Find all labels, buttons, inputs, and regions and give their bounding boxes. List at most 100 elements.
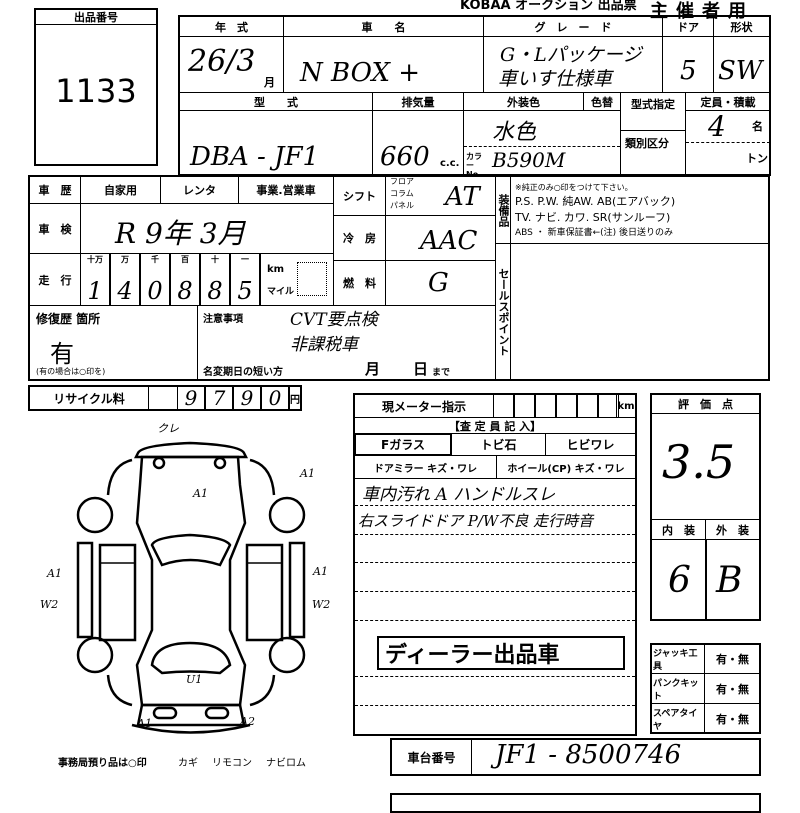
- meter-digit-cell: [577, 394, 598, 418]
- lot-box: 出品番号 1133: [34, 8, 158, 166]
- diagram-mark-roof: A1: [193, 487, 208, 500]
- diagram-mark-rear: クレ: [157, 422, 179, 435]
- ac-label: 冷 房: [333, 215, 386, 261]
- wheel-label: ホイール(CP) キズ・ワレ: [496, 455, 636, 479]
- name-change-label: 名変期日の短い方: [203, 367, 283, 378]
- model-label: 型 式: [179, 92, 373, 111]
- history-commercial: 事業.営業車: [238, 176, 334, 204]
- month-unit: 月: [264, 76, 275, 89]
- shift-panel: パネル: [390, 201, 414, 210]
- meter-unit: km: [616, 394, 636, 418]
- shift-column: コラム: [390, 189, 414, 198]
- name-value: N BOX +: [300, 58, 421, 88]
- crack-label: ヒビワレ: [545, 433, 636, 456]
- tools-box: [650, 643, 761, 734]
- score-label: 評 価 点: [651, 394, 760, 414]
- equipment-line1: P.S. P.W. 純AW. AB(エアバック): [515, 195, 676, 208]
- exterior-label: 外 装: [705, 519, 760, 540]
- notes-line2: 非課税車: [290, 335, 358, 355]
- mileage-digit-cell: 十万 1: [80, 253, 110, 306]
- recycle-digit: 9: [177, 386, 205, 410]
- mileage-digit: 1: [87, 277, 103, 305]
- equipment-line3: ABS ・ 新車保証書←(注) 後日送りのみ: [515, 228, 674, 238]
- diagram-mark-fr: A2: [240, 715, 255, 728]
- meter-digit-cell: [535, 394, 556, 418]
- next-row-box: [390, 793, 761, 813]
- recycle-digit: 7: [205, 386, 233, 410]
- grade-label: グ レ ー ド: [483, 16, 663, 37]
- repair-note: (有の場合は○印を): [36, 367, 106, 376]
- mileage-digit: 4: [117, 277, 133, 305]
- shape-value: SW: [718, 56, 763, 86]
- footer-remote: リモコン: [212, 758, 252, 769]
- mileage-label: 走 行: [29, 253, 81, 306]
- color-no-label: カラーNo.: [466, 152, 482, 179]
- grade-value-2: 車いす仕様車: [498, 68, 613, 90]
- history-rental: レンタ: [160, 176, 239, 204]
- footer-navi-rom: ナビロム: [266, 758, 306, 769]
- shape-label: 形状: [713, 16, 770, 37]
- mirror-label: ドアミラー キズ・ワレ: [354, 455, 497, 479]
- inspection-value: R 9年 3月: [115, 217, 246, 250]
- doors-value: 5: [680, 56, 697, 86]
- notes-month: 月: [365, 360, 381, 378]
- fuel-value: G: [428, 268, 449, 298]
- grade-value-1: G・Lパッケージ: [500, 44, 642, 66]
- year-label: 年 式: [179, 16, 284, 37]
- inspector-label: 【査 定 員 記 入】: [354, 417, 636, 434]
- digit-place-label: 一: [241, 255, 249, 264]
- dealer-stamp: ディーラー出品車: [377, 636, 625, 670]
- history-private: 自家用: [80, 176, 161, 204]
- mile-checkbox[interactable]: [297, 262, 327, 296]
- tool-row: スペアタイヤ有・無: [651, 704, 760, 734]
- ton-unit: トン: [746, 152, 768, 165]
- color-no-value: B590M: [492, 148, 566, 172]
- repair-label: 修復歴 箇所: [36, 312, 101, 326]
- fglass-label: Fガラス: [354, 433, 452, 456]
- tool-row: ジャッキ工具有・無: [651, 644, 760, 674]
- tool-value: 有・無: [716, 682, 749, 696]
- digit-place-label: 十万: [87, 255, 103, 264]
- capacity-label: 定員・積載: [685, 92, 771, 111]
- color-label: 外装色: [463, 92, 584, 111]
- doors-label: ドア: [662, 16, 714, 37]
- recycle-digit: 9: [233, 386, 261, 410]
- form-title: KOBAA オークション 出品票: [460, 0, 637, 13]
- displacement-label: 排気量: [372, 92, 464, 111]
- diagram-mark-right-w: W2: [312, 598, 331, 611]
- shift-floor: フロア: [390, 177, 414, 186]
- sales-point-label: セールスポイント: [495, 243, 511, 381]
- color-value: 水色: [492, 120, 537, 145]
- chip-label: トビ石: [451, 433, 546, 456]
- notes-line1: CVT要点検: [290, 310, 378, 330]
- chassis-number: JF1 - 8500746: [495, 740, 682, 770]
- mileage-digit: 0: [147, 277, 163, 305]
- notes-day: 日: [413, 360, 429, 378]
- exterior-score: B: [716, 560, 743, 601]
- recycle-digit: 0: [261, 386, 289, 410]
- meter-digit-cell: [556, 394, 577, 418]
- type-designation-label: 型式指定: [620, 92, 686, 176]
- footer-text: 事務局預り品は○印: [58, 758, 147, 769]
- tool-label: パンクキット: [651, 674, 705, 703]
- shift-label: シフト: [333, 176, 386, 216]
- fuel-label: 燃 料: [333, 260, 386, 306]
- mileage-digit: 5: [237, 277, 253, 305]
- history-label: 車 歴: [29, 176, 81, 204]
- mileage-digit: 8: [177, 277, 193, 305]
- tool-label: ジャッキ工具: [651, 644, 705, 673]
- displacement-value: 660: [380, 142, 430, 172]
- diagram-mark-left: A1: [47, 567, 62, 580]
- meter-digit-cell: [514, 394, 535, 418]
- diagram-mark-rr: A1: [300, 467, 315, 480]
- digit-place-label: 百: [181, 255, 189, 264]
- remark-2: 右スライドドア P/W不良 走行時音: [358, 512, 594, 530]
- remark-1: 車内汚れ A ハンドルスレ: [362, 485, 556, 505]
- tool-label: スペアタイヤ: [651, 704, 705, 734]
- recycle-label: リサイクル料: [29, 386, 149, 410]
- inspection-label: 車 検: [29, 203, 81, 254]
- notes-until: まで: [432, 368, 451, 378]
